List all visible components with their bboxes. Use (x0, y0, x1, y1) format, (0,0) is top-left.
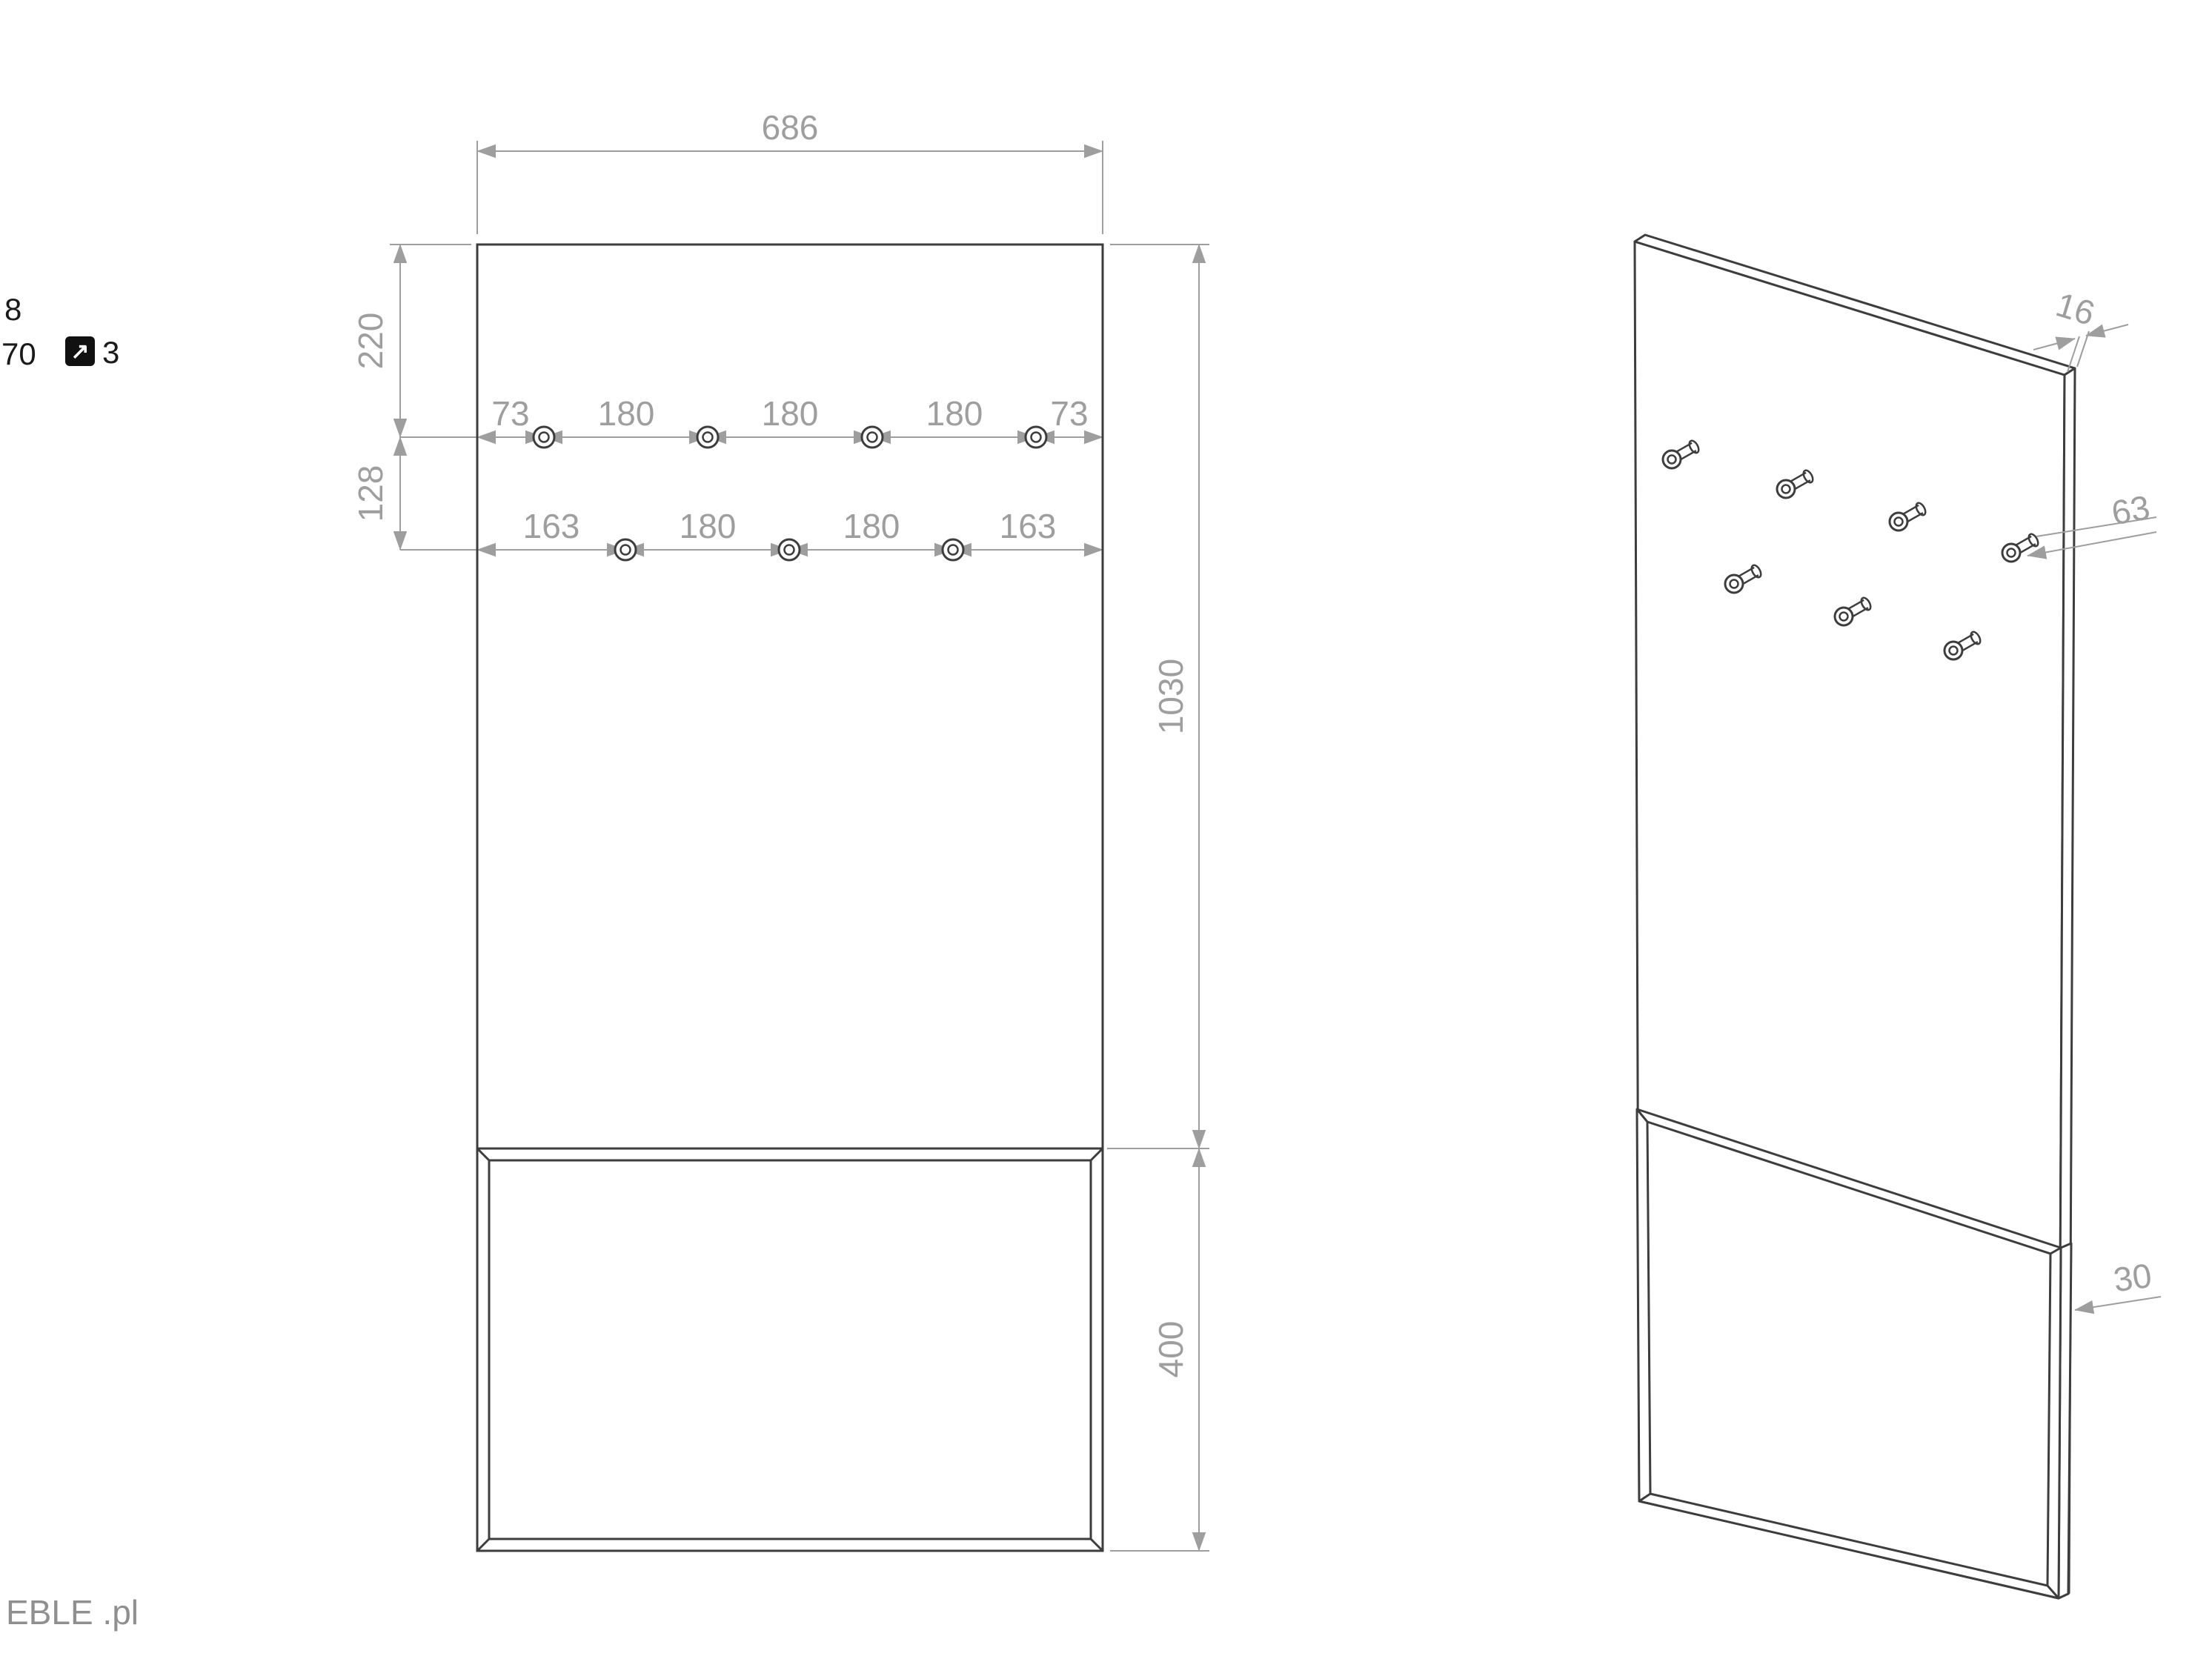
hook-icon (532, 425, 556, 449)
corner-note: 8 70 ↗ 3 (1, 292, 119, 371)
front-dimension-lines (390, 141, 1209, 1552)
dim-row-gap-label: 128 (351, 465, 390, 522)
dim-row1-seg2: 180 (598, 394, 655, 433)
arrow-ne-icon: ↗ (70, 339, 89, 364)
dim-lower-height-label: 400 (1152, 1321, 1190, 1378)
dim-lower-thickness-label: 30 (2111, 1256, 2154, 1300)
dim-row2-seg4: 163 (1000, 507, 1057, 545)
hook-icon (860, 425, 884, 449)
dim-row2-seg3: 180 (843, 507, 900, 545)
front-hooks (532, 425, 1048, 562)
front-dimension-labels: 686 220 128 1030 400 73 180 180 180 73 1… (351, 108, 1190, 1377)
front-panel-outline (476, 243, 1104, 1552)
perspective-view: 16 63 30 (1633, 233, 2162, 1600)
hook-icon (614, 538, 637, 562)
corner-note-line1: 8 (4, 292, 21, 327)
corner-note-badge-value: 3 (102, 335, 119, 370)
hook-icon (1024, 425, 1048, 449)
dim-row1-seg1: 73 (491, 394, 529, 433)
dim-hook-length-label: 63 (2109, 488, 2153, 532)
dim-top-offset-label: 220 (351, 313, 390, 370)
dim-upper-height-label: 1030 (1152, 659, 1190, 734)
dim-thickness-label: 16 (2052, 285, 2099, 333)
corner-note-line2: 70 (1, 336, 36, 371)
hook-icon (777, 538, 801, 562)
dim-row2-seg2: 180 (680, 507, 737, 545)
front-view: 686 220 128 1030 400 73 180 180 180 73 1… (351, 108, 1209, 1552)
dim-row1-seg5: 73 (1050, 394, 1088, 433)
dim-row2-seg1: 163 (523, 507, 580, 545)
dim-row1-seg3: 180 (762, 394, 819, 433)
hook-icon (696, 425, 720, 449)
watermark-text: EBLE .pl (6, 1593, 139, 1632)
hook-icon (941, 538, 965, 562)
dim-width-label: 686 (762, 108, 819, 147)
dim-row1-seg4: 180 (926, 394, 983, 433)
zoom-badge (65, 336, 95, 366)
perspective-panel (1633, 233, 2076, 1600)
